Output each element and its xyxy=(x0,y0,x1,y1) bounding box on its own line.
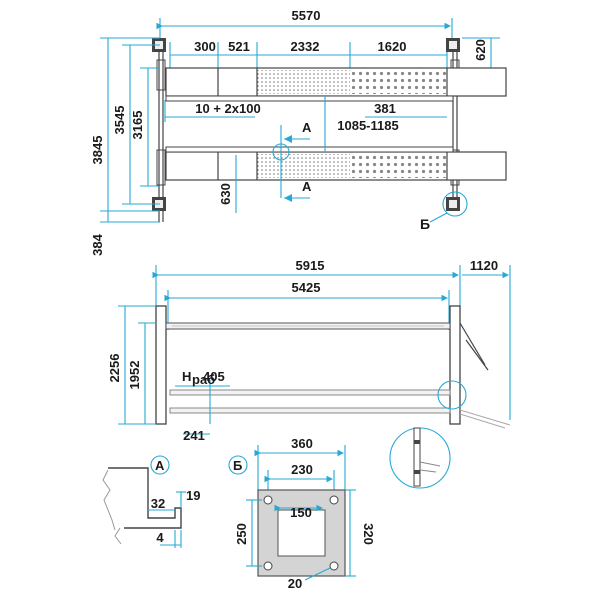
dim-4: 4 xyxy=(156,530,164,545)
detail-a: A 32 19 4 xyxy=(102,455,200,548)
dim-1952: 1952 xyxy=(127,361,142,390)
dim-320: 320 xyxy=(361,523,376,545)
dim-5915: 5915 xyxy=(296,258,325,273)
detail-b-marker: Б xyxy=(420,216,430,232)
dim-150: 150 xyxy=(290,505,312,520)
dim-2332: 2332 xyxy=(291,39,320,54)
detail-a-label: A xyxy=(155,458,165,473)
h-rab-sub: раб xyxy=(192,372,215,387)
side-runway xyxy=(169,389,451,396)
dim-20: 20 xyxy=(288,576,302,591)
dim-3845: 3845 xyxy=(90,136,105,165)
section-a-top: A xyxy=(302,120,312,135)
dim-step: 10 + 2x100 xyxy=(195,101,260,116)
dim-5425: 5425 xyxy=(292,280,321,295)
dim-5570: 5570 xyxy=(292,8,321,23)
side-post-left xyxy=(155,305,167,425)
dim-521: 521 xyxy=(228,39,250,54)
side-view: 5915 1120 5425 2256 1952 H xyxy=(107,258,511,489)
dim-3545: 3545 xyxy=(112,106,127,135)
dim-230: 230 xyxy=(291,462,313,477)
top-view: 5570 300 521 2332 1620 620 xyxy=(90,8,507,256)
dim-384: 384 xyxy=(90,233,105,255)
dim-250: 250 xyxy=(234,523,249,545)
detail-a-profile xyxy=(108,467,182,529)
dim-241: 241 xyxy=(183,428,205,443)
dim-1620: 1620 xyxy=(378,39,407,54)
detail-b-label: Б xyxy=(233,458,242,473)
dim-19: 19 xyxy=(186,488,200,503)
section-a-bottom: A xyxy=(302,179,312,194)
h-rab-val: 405 xyxy=(203,369,225,384)
dim-track-range: 1085-1185 xyxy=(337,118,398,133)
detail-b: Б 360 230 150 250 320 20 xyxy=(228,436,376,591)
dim-300: 300 xyxy=(194,39,216,54)
dim-620: 620 xyxy=(473,39,488,61)
side-post-right xyxy=(449,305,461,425)
dim-381: 381 xyxy=(374,101,396,116)
dim-360: 360 xyxy=(291,436,313,451)
h-rab-prefix: H xyxy=(182,369,191,384)
dim-1120: 1120 xyxy=(470,258,498,273)
dim-32: 32 xyxy=(151,496,165,511)
dim-2256: 2256 xyxy=(107,354,122,383)
dim-3165: 3165 xyxy=(130,111,145,140)
dim-630: 630 xyxy=(218,183,233,205)
